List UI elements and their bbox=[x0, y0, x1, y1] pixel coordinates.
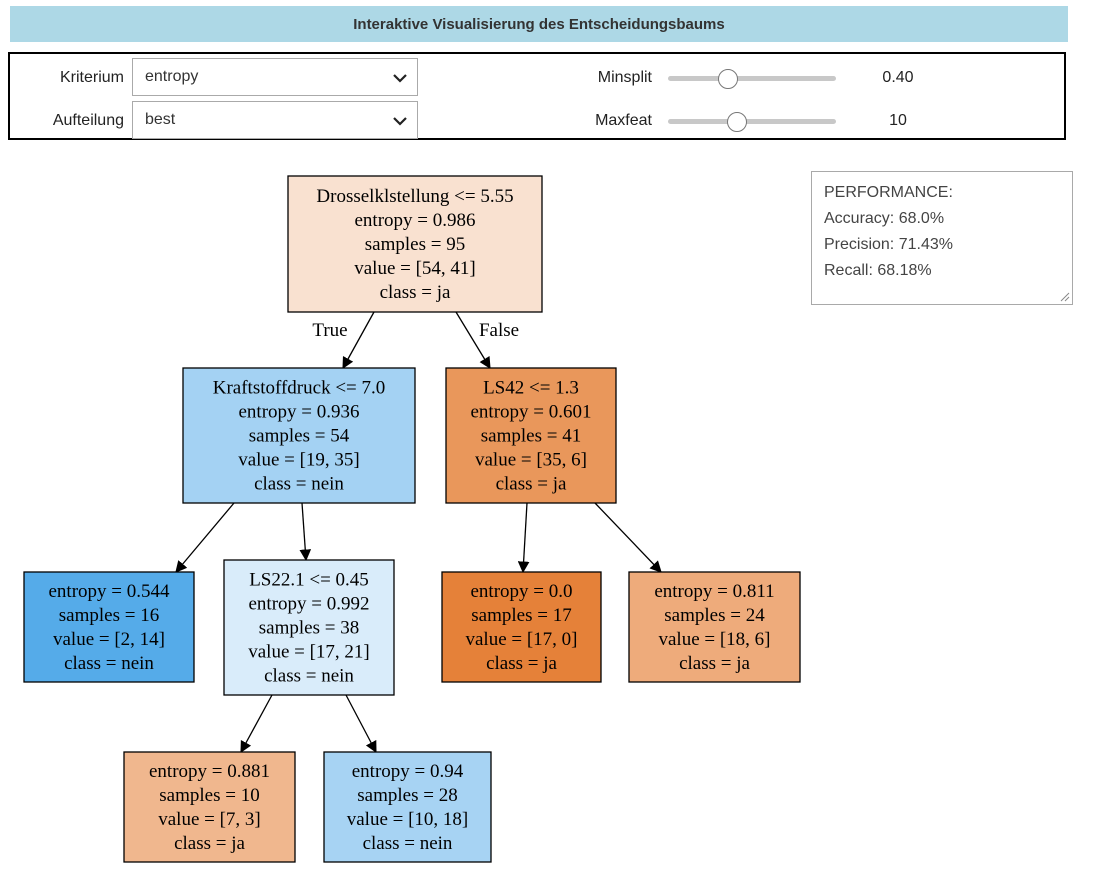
chevron-down-icon bbox=[393, 117, 407, 126]
node-label: value = [18, 6] bbox=[658, 629, 770, 650]
chevron-down-icon bbox=[393, 74, 407, 83]
node-label: samples = 16 bbox=[59, 605, 159, 626]
node-label: LS42 <= 1.3 bbox=[483, 378, 579, 399]
tree-node: Drosselklstellung <= 5.55 entropy = 0.986… bbox=[287, 175, 543, 313]
edge-true-arrow bbox=[342, 311, 375, 370]
criterion-label: Kriterium bbox=[59, 69, 124, 86]
node-label: class = ja bbox=[679, 653, 750, 674]
tree-node: entropy = 0.0 samples = 17 value = [17, 0]… bbox=[441, 571, 602, 683]
minsplit-label: Minsplit bbox=[597, 69, 652, 86]
precision-text: Precision: 71.43% bbox=[824, 236, 953, 253]
node-label: samples = 54 bbox=[249, 426, 350, 447]
node-label: entropy = 0.986 bbox=[354, 210, 475, 231]
node-label: class = nein bbox=[64, 653, 154, 674]
node-label: entropy = 0.601 bbox=[470, 402, 591, 423]
node-box bbox=[23, 571, 195, 683]
tree-node: entropy = 0.544 samples = 16 value = [2, 1… bbox=[23, 571, 195, 683]
performance-textarea[interactable]: PERFORMANCE: Accuracy: 68.0% Precision: … bbox=[811, 171, 1073, 305]
node-label: class = ja bbox=[486, 653, 557, 674]
node-box bbox=[323, 751, 492, 863]
node-label: value = [7, 3] bbox=[158, 809, 261, 830]
node-label: class = nein bbox=[254, 474, 344, 495]
edge-false-arrow bbox=[455, 311, 491, 370]
node-label: value = [17, 0] bbox=[465, 629, 577, 650]
node-label: value = [35, 6] bbox=[475, 450, 587, 471]
decision-tree: Drosselklstellung <= 5.55 entropy = 0.986… bbox=[23, 175, 801, 863]
node-box bbox=[628, 571, 801, 683]
node-label: entropy = 0.992 bbox=[248, 594, 369, 615]
slider-handle[interactable] bbox=[726, 112, 747, 132]
splitter-dropdown[interactable]: best bbox=[132, 101, 418, 139]
tree-node: LS42 <= 1.3 entropy = 0.601 samples = 41 va… bbox=[445, 367, 617, 504]
node-label: value = [19, 35] bbox=[238, 450, 360, 471]
node-label: samples = 17 bbox=[471, 605, 571, 626]
node-label: class = ja bbox=[380, 282, 451, 303]
node-box bbox=[223, 559, 395, 696]
node-label: samples = 24 bbox=[664, 605, 765, 626]
node-label: samples = 38 bbox=[259, 618, 359, 639]
slider-track bbox=[668, 119, 836, 124]
node-label: LS22.1 <= 0.45 bbox=[249, 570, 369, 591]
node-label: entropy = 0.936 bbox=[238, 402, 359, 423]
maxfeat-label: Maxfeat bbox=[595, 112, 652, 129]
node-label: value = [2, 14] bbox=[53, 629, 165, 650]
tree-node: entropy = 0.94 samples = 28 value = [10, 1… bbox=[323, 751, 492, 863]
node-box bbox=[182, 367, 416, 504]
recall-text: Recall: 68.18% bbox=[824, 262, 932, 279]
node-label: value = [54, 41] bbox=[354, 258, 476, 279]
maxfeat-value: 10 bbox=[889, 112, 907, 129]
criterion-dropdown[interactable]: entropy bbox=[132, 58, 418, 96]
node-label: class = nein bbox=[363, 833, 453, 854]
node-label: Drosselklstellung <= 5.55 bbox=[316, 186, 513, 207]
minsplit-slider[interactable] bbox=[668, 69, 836, 89]
node-label: class = ja bbox=[174, 833, 245, 854]
node-label: entropy = 0.544 bbox=[48, 581, 170, 602]
tree-node: LS22.1 <= 0.45 entropy = 0.992 samples = 3… bbox=[223, 559, 395, 696]
node-label: entropy = 0.881 bbox=[149, 761, 270, 782]
node-label: samples = 10 bbox=[159, 785, 259, 806]
edge-arrow bbox=[175, 502, 235, 573]
node-label: entropy = 0.811 bbox=[654, 581, 774, 602]
slider-track bbox=[668, 76, 836, 81]
node-label: class = nein bbox=[264, 666, 354, 687]
performance-heading: PERFORMANCE: bbox=[824, 184, 953, 201]
accuracy-text: Accuracy: 68.0% bbox=[824, 210, 945, 227]
slider-handle[interactable] bbox=[718, 69, 739, 89]
edge-arrow bbox=[299, 502, 312, 562]
resize-handle-icon[interactable] bbox=[1058, 290, 1070, 302]
minsplit-value: 0.40 bbox=[882, 69, 914, 86]
node-box bbox=[441, 571, 602, 683]
page-title: Interaktive Visualisierung des Entscheid… bbox=[10, 6, 1068, 42]
splitter-label: Aufteilung bbox=[52, 112, 124, 129]
node-label: samples = 41 bbox=[481, 426, 581, 447]
node-label: value = [17, 21] bbox=[248, 642, 370, 663]
node-label: Kraftstoffdruck <= 7.0 bbox=[213, 378, 386, 399]
tree-node: entropy = 0.881 samples = 10 value = [7, 3… bbox=[123, 751, 296, 863]
node-box bbox=[287, 175, 543, 313]
node-label: class = ja bbox=[496, 474, 567, 495]
node-label: value = [10, 18] bbox=[347, 809, 469, 830]
node-label: entropy = 0.0 bbox=[470, 581, 572, 602]
node-label: entropy = 0.94 bbox=[352, 761, 464, 782]
node-box bbox=[445, 367, 617, 504]
tree-node: Kraftstoffdruck <= 7.0 entropy = 0.936 sam… bbox=[182, 367, 416, 504]
maxfeat-slider[interactable] bbox=[668, 112, 836, 132]
node-label: samples = 95 bbox=[365, 234, 465, 255]
edge-label-true: True bbox=[312, 320, 347, 341]
node-label: samples = 28 bbox=[357, 785, 457, 806]
edge-arrow bbox=[594, 502, 662, 573]
edge-arrow bbox=[517, 502, 530, 574]
node-box bbox=[123, 751, 296, 863]
edge-arrow bbox=[345, 694, 377, 754]
edge-arrow bbox=[240, 694, 273, 754]
splitter-value: best bbox=[145, 111, 176, 128]
edge-label-false: False bbox=[479, 320, 519, 341]
controls-panel: Kriterium entropy Aufteilung best Minspl… bbox=[8, 52, 1066, 140]
criterion-value: entropy bbox=[145, 68, 199, 85]
tree-node: entropy = 0.811 samples = 24 value = [18, … bbox=[628, 571, 801, 683]
